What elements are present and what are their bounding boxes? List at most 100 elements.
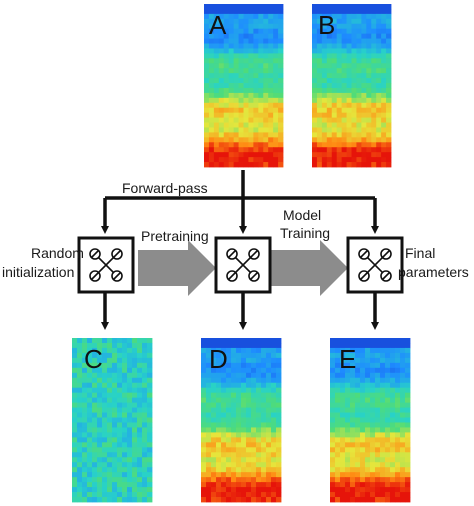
heatmap-cell [208, 18, 215, 25]
heatmap-cell [400, 452, 406, 458]
heatmap-cell [201, 352, 207, 359]
heatmap-cell [137, 477, 143, 483]
heatmap-cell [112, 497, 118, 503]
heatmap-cell [243, 58, 249, 64]
heatmap-cell [72, 362, 78, 369]
heatmap-cell [243, 117, 249, 123]
heatmap-cell [251, 472, 257, 478]
heatmap-cell [221, 412, 227, 418]
heatmap-cell [112, 402, 118, 408]
heatmap-cell [216, 412, 222, 418]
heatmap-cell [201, 392, 207, 399]
heatmap-cell [243, 132, 249, 138]
heatmap-cell [355, 392, 361, 399]
heatmap-cell [331, 152, 338, 158]
heatmap-cell [276, 352, 282, 359]
heatmap-cell [238, 8, 244, 15]
heatmap-cell [366, 58, 372, 64]
heatmap-cell [72, 452, 78, 458]
heatmap-cell [236, 338, 242, 344]
heatmap-cell [365, 382, 371, 389]
heatmap-cell [226, 372, 232, 379]
heatmap-cell [226, 432, 232, 438]
forward-pass-label: Forward-pass [122, 180, 208, 196]
heatmap-cell [375, 367, 381, 374]
heatmap-cell [231, 387, 237, 394]
heatmap-cell [248, 68, 254, 74]
heatmap-cell [226, 477, 232, 483]
heatmap-cell [390, 387, 396, 394]
heatmap-cell [223, 107, 230, 114]
heatmap-cell [102, 432, 108, 438]
heatmap-cell [326, 87, 333, 94]
heatmap-cell [400, 462, 406, 468]
heatmap-cell [271, 402, 277, 408]
heatmap-cell [268, 152, 274, 158]
heatmap-cell [253, 142, 259, 148]
heatmap-cell [321, 43, 328, 49]
heatmap-cell [350, 402, 356, 408]
heatmap-cell [261, 497, 267, 503]
heatmap-cell [350, 357, 356, 364]
heatmap-cell [370, 357, 376, 364]
heatmap-cell [236, 382, 242, 389]
heatmap-cell [228, 122, 235, 128]
heatmap-cell [256, 392, 262, 399]
heatmap-cell [246, 387, 252, 394]
heatmap-cell [248, 18, 254, 25]
heatmap-cell [356, 132, 362, 138]
heatmap-cell [375, 432, 381, 438]
heatmap-cell [266, 397, 272, 404]
heatmap-cell [386, 48, 392, 54]
heatmap-cell [268, 102, 274, 109]
heatmap-cell [142, 422, 148, 428]
heatmap-cell [350, 497, 356, 503]
heatmap-cell [266, 447, 272, 453]
heatmap-cell [346, 97, 352, 104]
heatmap-cell [221, 362, 227, 369]
heatmap-cell [137, 452, 143, 458]
heatmap-cell [360, 338, 366, 344]
heatmap-cell [223, 23, 230, 30]
heatmap-cell [278, 18, 284, 25]
heatmap-cell [263, 142, 269, 148]
heatmap-cell [206, 338, 212, 344]
heatmap-cell [380, 417, 386, 423]
heatmap-cell [360, 447, 366, 453]
heatmap-cell [356, 4, 362, 10]
heatmap-cell [77, 432, 83, 438]
heatmap-cell [87, 432, 93, 438]
heatmap-cell [400, 492, 406, 498]
heatmap-cell [346, 33, 352, 39]
heatmap-cell [147, 417, 153, 423]
heatmap-cell [77, 412, 83, 418]
heatmap-cell [97, 338, 103, 344]
heatmap-cell [142, 442, 148, 448]
heatmap-cell [77, 457, 83, 463]
heatmap-cell [336, 157, 343, 163]
heatmap-cell [361, 68, 367, 74]
heatmap-cell [233, 33, 239, 39]
heatmap-cell [72, 357, 78, 364]
heatmap-cell [375, 362, 381, 369]
heatmap-cell [321, 13, 328, 20]
heatmap-cell [223, 147, 230, 153]
heatmap-cell [236, 392, 242, 399]
heatmap-cell [340, 437, 346, 443]
heatmap-cell [226, 352, 232, 359]
heatmap-cell [221, 497, 227, 503]
heatmap-cell [253, 107, 259, 114]
heatmap-cell [211, 487, 217, 493]
heatmap-cell [351, 132, 357, 138]
heatmap-cell [248, 33, 254, 39]
heatmap-cell [112, 357, 118, 364]
heatmap-cell [312, 92, 318, 99]
heatmap-cell [248, 137, 254, 143]
heatmap-cell [273, 28, 279, 35]
heatmap-cell [385, 417, 391, 423]
heatmap-cell [228, 132, 235, 138]
heatmap-cell [248, 97, 254, 104]
heatmap-cell [228, 157, 235, 163]
heatmap-cell [251, 437, 257, 443]
heatmap-cell [142, 382, 148, 389]
